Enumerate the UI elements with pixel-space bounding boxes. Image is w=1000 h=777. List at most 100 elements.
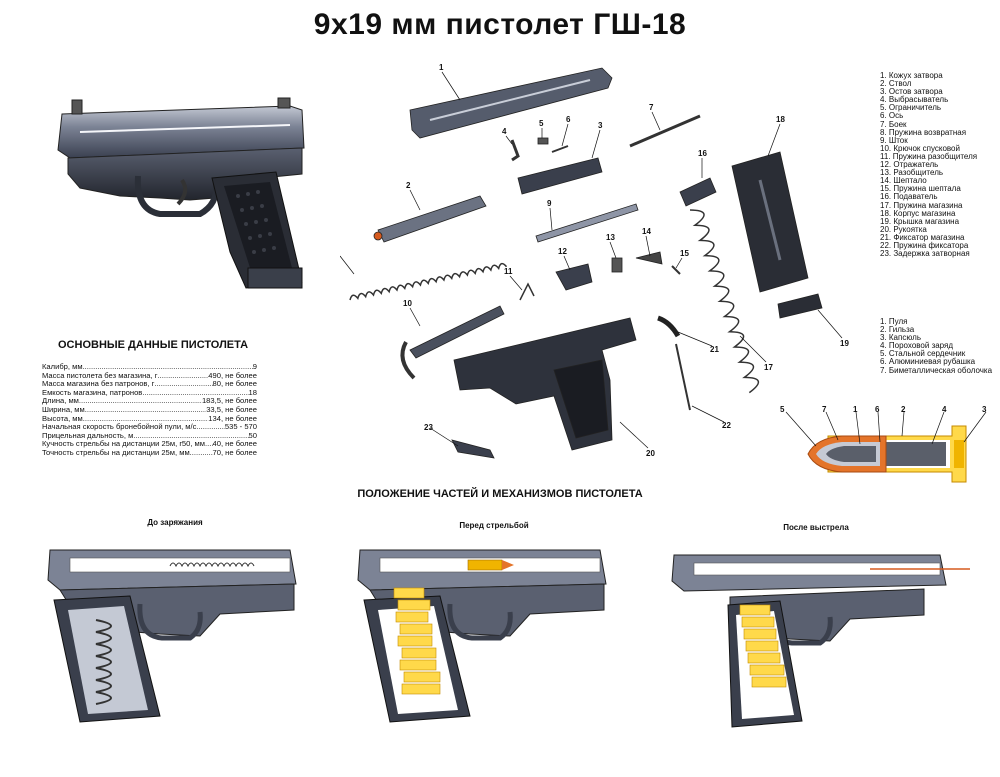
spec-label: Прицельная дальность, м bbox=[42, 431, 134, 440]
legend-item: 7. Биметаллическая оболочка bbox=[880, 365, 993, 375]
legend-item: 20. Рукоятка bbox=[880, 224, 927, 234]
spec-value: 535 - 570 bbox=[224, 423, 257, 432]
part-number-15: 15 bbox=[680, 249, 689, 258]
spec-value: 50 bbox=[248, 431, 257, 440]
spec-row: Длина, мм 183,5, не более bbox=[42, 397, 257, 406]
spec-value: 70, не более bbox=[212, 448, 257, 457]
part-number-19: 19 bbox=[840, 339, 849, 348]
cartridge-number-2: 2 bbox=[901, 405, 906, 414]
legend-item: 5. Стальной сердечник bbox=[880, 349, 966, 359]
spec-row: Кучность стрельбы на дистанции 25м, r50,… bbox=[42, 440, 257, 449]
spec-row: Высота, мм 134, не более bbox=[42, 415, 257, 424]
cutaway-after-firing bbox=[671, 554, 970, 728]
legend-item: 5. Ограничитель bbox=[880, 103, 942, 113]
cartridge-number-4: 4 bbox=[942, 405, 947, 414]
spec-label: Длина, мм bbox=[42, 397, 79, 406]
parts-legend: 1. Кожух затвора 2. Ствол 3. Остов затво… bbox=[880, 71, 978, 259]
legend-item: 12. Отражатель bbox=[880, 160, 939, 170]
legend-item: 18. Корпус магазина bbox=[880, 208, 956, 218]
legend-item: 10. Крючок спусковой bbox=[880, 143, 960, 153]
part-number-6: 6 bbox=[566, 115, 571, 124]
spec-value: 40, не более bbox=[212, 440, 257, 449]
cutaway-before-firing bbox=[357, 549, 607, 723]
spec-value: 183,5, не более bbox=[201, 397, 257, 406]
spec-value: 9 bbox=[252, 363, 257, 371]
exploded-view: 1 2 3 4 5 6 7 8 9 10 11 12 13 14 15 16 1… bbox=[340, 63, 849, 459]
cartridge-number-7: 7 bbox=[822, 405, 827, 414]
legend-item: 7. Боек bbox=[880, 119, 907, 129]
main-title: 9x19 мм пистолет ГШ-18 bbox=[313, 8, 687, 41]
legend-item: 6. Алюминиевая рубашка bbox=[880, 357, 976, 367]
legend-item: 19. Крышка магазина bbox=[880, 216, 960, 226]
part-number-4: 4 bbox=[502, 127, 507, 136]
part-number-11: 11 bbox=[504, 267, 513, 276]
specs-table: Калибр, мм 9 Масса пистолета без магазина… bbox=[42, 363, 257, 458]
part-number-17: 17 bbox=[764, 363, 773, 372]
part-number-12: 12 bbox=[558, 247, 567, 256]
spec-label: Точность стрельбы на дистанции 25м, мм bbox=[42, 448, 190, 457]
legend-item: 1. Пуля bbox=[880, 317, 908, 326]
part-number-2: 2 bbox=[406, 181, 411, 190]
part-number-3: 3 bbox=[598, 121, 603, 130]
cutaway-before-loading bbox=[47, 549, 297, 723]
legend-item: 13. Разобщитель bbox=[880, 168, 944, 178]
legend-item: 4. Пороховой заряд bbox=[880, 341, 954, 351]
part-number-14: 14 bbox=[642, 227, 651, 236]
part-number-7: 7 bbox=[649, 103, 654, 112]
part-number-10: 10 bbox=[403, 299, 412, 308]
part-number-13: 13 bbox=[606, 233, 615, 242]
part-number-5: 5 bbox=[539, 119, 544, 128]
spec-row: Емкость магазина, патронов18 bbox=[42, 389, 257, 398]
legend-item: 21. Фиксатор магазина bbox=[880, 232, 965, 242]
legend-item: 2. Гильза bbox=[880, 325, 915, 335]
spec-value: 80, не более bbox=[212, 380, 257, 389]
cartridge-number-1: 1 bbox=[853, 405, 858, 414]
stage-label-after-firing: После выстрела bbox=[783, 523, 849, 532]
legend-item: 2. Ствол bbox=[880, 79, 912, 89]
spec-label: Калибр, мм bbox=[42, 363, 83, 371]
legend-item: 11. Пружина разобщителя bbox=[880, 151, 978, 161]
legend-item: 22. Пружина фиксатора bbox=[880, 240, 969, 250]
spec-label: Начальная скорость бронебойной пули, м/с bbox=[42, 423, 197, 432]
part-number-18: 18 bbox=[776, 115, 785, 124]
legend-item: 15. Пружина шептала bbox=[880, 184, 961, 194]
part-number-16: 16 bbox=[698, 149, 707, 158]
cartridge-cross-section: 5 7 1 6 2 4 3 bbox=[780, 405, 987, 483]
part-number-23: 23 bbox=[424, 423, 433, 432]
spec-value: 134, не более bbox=[208, 414, 257, 423]
spec-value: 490, не более bbox=[208, 371, 257, 380]
cartridge-number-6: 6 bbox=[875, 405, 880, 414]
legend-item: 23. Задержка затворная bbox=[880, 249, 970, 259]
specs-title: ОСНОВНЫЕ ДАННЫЕ ПИСТОЛЕТА bbox=[58, 339, 249, 351]
stage-label-before-firing: Перед стрельбой bbox=[459, 521, 529, 530]
spec-value: 33,5, не более bbox=[206, 405, 257, 414]
legend-item: 17. Пружина магазина bbox=[880, 200, 963, 210]
legend-item: 14. Шептало bbox=[880, 176, 927, 186]
section-title: ПОЛОЖЕНИЕ ЧАСТЕЙ И МЕХАНИЗМОВ ПИСТОЛЕТА bbox=[357, 488, 643, 500]
part-number-1: 1 bbox=[439, 63, 444, 72]
cartridge-number-3: 3 bbox=[982, 405, 987, 414]
part-number-22: 22 bbox=[722, 421, 731, 430]
legend-item: 16. Подаватель bbox=[880, 192, 938, 202]
spec-label: Высота, мм bbox=[42, 414, 83, 423]
cartridge-number-5: 5 bbox=[780, 405, 785, 414]
spec-row: Масса магазина без патронов, г80, не бол… bbox=[42, 380, 257, 389]
legend-item: 6. Ось bbox=[880, 111, 904, 121]
spec-value: 18 bbox=[248, 388, 257, 397]
spec-row: Масса пистолета без магазина, г 490, не б… bbox=[42, 372, 257, 381]
spec-label: Масса пистолета без магазина, г bbox=[42, 371, 158, 380]
part-number-21: 21 bbox=[710, 345, 719, 354]
part-number-20: 20 bbox=[646, 449, 655, 458]
legend-item: 4. Выбрасыватель bbox=[880, 95, 949, 105]
legend-item: 3. Остов затвора bbox=[880, 87, 943, 97]
legend-item: 9. Шток bbox=[880, 135, 908, 145]
spec-row: Ширина, мм 33,5, не более bbox=[42, 406, 257, 415]
spec-label: Ширина, мм bbox=[42, 405, 85, 414]
spec-label: Кучность стрельбы на дистанции 25м, r50,… bbox=[42, 440, 205, 449]
cartridge-legend: 1. Пуля 2. Гильза 3. Капсюль 4. Порохово… bbox=[880, 317, 993, 375]
part-number-9: 9 bbox=[547, 199, 552, 208]
spec-row: Прицельная дальность, м 50 bbox=[42, 432, 257, 441]
spec-row: Калибр, мм 9 bbox=[42, 363, 257, 372]
pistol-side-view bbox=[57, 97, 305, 289]
stage-label-before-loading: До заряжания bbox=[147, 518, 203, 527]
